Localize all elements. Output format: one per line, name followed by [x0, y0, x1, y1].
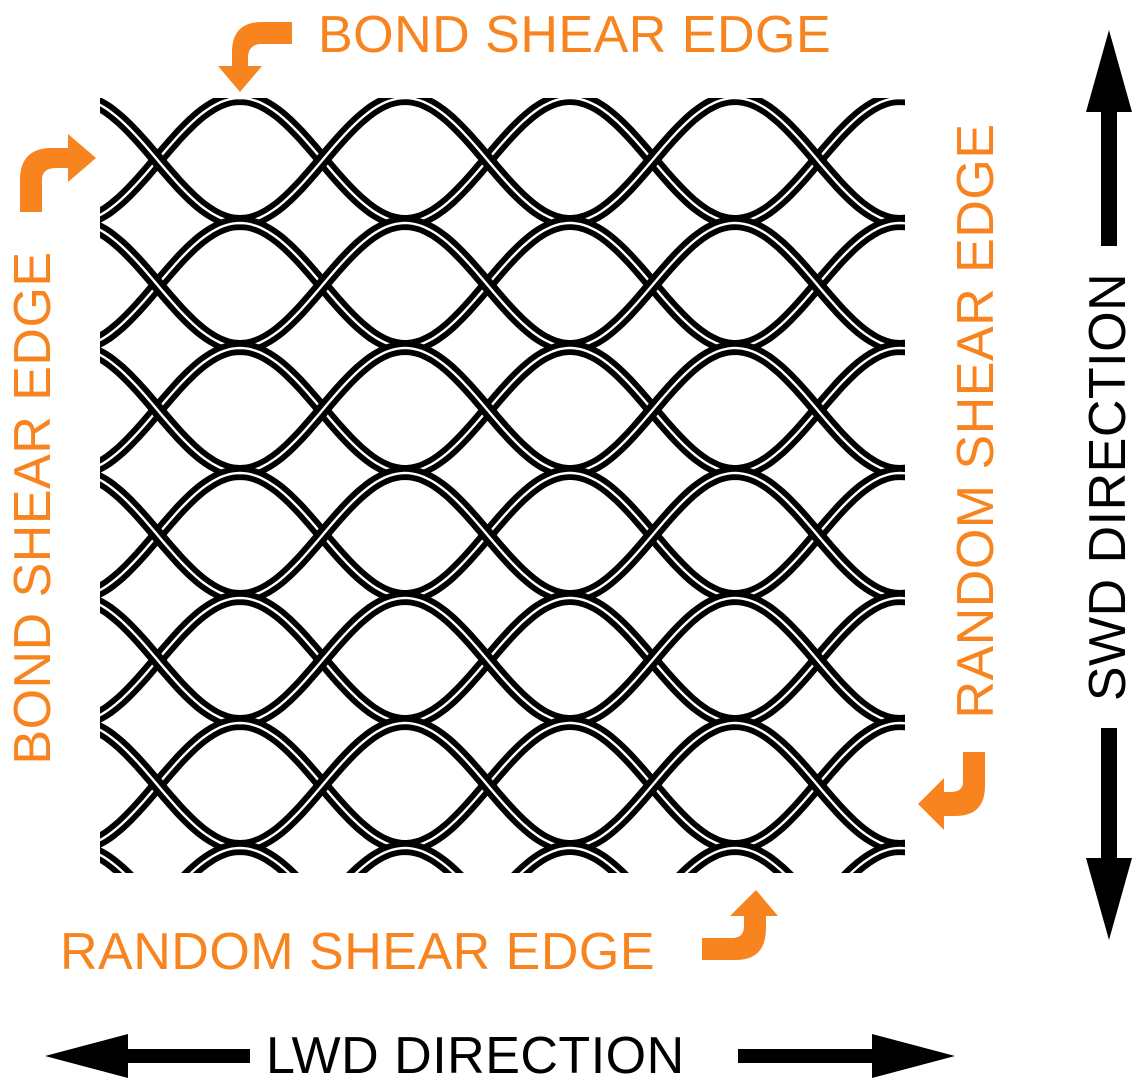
mesh-strand-highlight [100, 346, 905, 474]
mesh-strand-highlight [100, 98, 905, 224]
mesh-strand [100, 715, 905, 855]
mesh-strand-highlight [100, 596, 905, 724]
mesh-strand [100, 465, 905, 605]
mesh-strand-highlight [100, 471, 905, 599]
mesh-strand-highlight [100, 221, 905, 349]
curved-arrow-icon-left [20, 134, 96, 212]
mesh-strand-highlight [100, 721, 905, 849]
mesh-strand-highlight [100, 846, 786, 873]
mesh-strand-highlight [100, 98, 905, 224]
swd-direction-label: SWD DIRECTION [1079, 272, 1137, 702]
double-headed-arrow-icon-lwd [45, 1034, 955, 1078]
left-edge-label: BOND SHEAR EDGE [4, 251, 62, 765]
mesh-strand [100, 340, 905, 480]
lwd-direction-label: LWD DIRECTION [266, 1027, 685, 1085]
curved-arrow-icon-top [218, 22, 292, 92]
curved-arrow-icon-right [918, 752, 985, 830]
mesh-strand-highlight [100, 221, 905, 349]
curved-arrow-icon-bottom [702, 890, 778, 960]
mesh-strand-highlight [189, 846, 905, 873]
double-headed-arrow-icon-swd [1086, 30, 1132, 940]
mesh-strand-highlight [100, 596, 905, 724]
bottom-edge-label: RANDOM SHEAR EDGE [60, 923, 656, 981]
mesh-strand [100, 215, 905, 355]
mesh-strand-highlight [100, 346, 905, 474]
mesh-strand [100, 98, 905, 230]
mesh-strand-highlight [100, 721, 905, 849]
mesh-strand-highlight [100, 471, 905, 599]
mesh-strand [100, 590, 905, 730]
top-edge-label: BOND SHEAR EDGE [318, 6, 832, 64]
right-edge-label: RANDOM SHEAR EDGE [947, 123, 1005, 719]
expanded-metal-mesh [100, 98, 905, 873]
